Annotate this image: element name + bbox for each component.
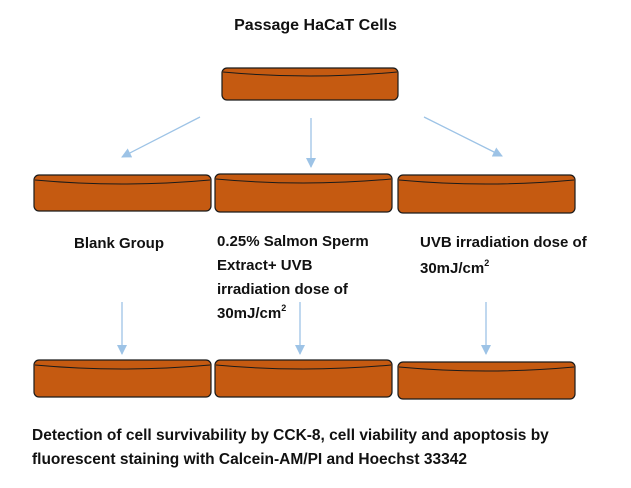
dose-value: 30mJ/cm bbox=[217, 305, 282, 322]
caption-line: Detection of cell survivability by CCK-8… bbox=[32, 427, 549, 444]
petri-dish-blank-bottom bbox=[33, 359, 212, 398]
label-line: Extract+ UVB bbox=[217, 257, 313, 274]
label-line: Blank Group bbox=[74, 235, 165, 252]
diagram-title: Passage HaCaT Cells bbox=[234, 17, 397, 34]
petri-dish-blank-top bbox=[33, 174, 212, 212]
arrow-to-uvb bbox=[423, 116, 503, 157]
label-salmon-sperm-group: 0.25% Salmon Sperm Extract+ UVB irradiat… bbox=[217, 230, 392, 326]
dose-exponent: 2 bbox=[281, 303, 287, 313]
label-line: 0.25% Salmon Sperm bbox=[217, 233, 369, 250]
label-line: UVB irradiation dose of bbox=[420, 234, 587, 251]
dose-exponent: 2 bbox=[484, 258, 490, 268]
label-line: irradiation dose of bbox=[217, 281, 348, 298]
arrow-to-blank bbox=[121, 116, 201, 158]
petri-dish-uvb-top bbox=[397, 174, 576, 214]
petri-dish-uvb-bottom bbox=[397, 361, 576, 400]
dose-value: 30mJ/cm bbox=[420, 260, 485, 277]
petri-dish-salmon-bottom bbox=[214, 359, 393, 398]
label-blank-group: Blank Group bbox=[74, 232, 164, 256]
dose-unit: 30mJ/cm2 bbox=[217, 302, 392, 326]
dose-unit: 30mJ/cm2 bbox=[420, 256, 620, 282]
caption-line: fluorescent staining with Calcein-AM/PI … bbox=[32, 451, 467, 468]
detection-caption: Detection of cell survivability by CCK-8… bbox=[32, 424, 622, 472]
petri-dish-salmon-top bbox=[214, 173, 393, 213]
source-petri-dish bbox=[221, 67, 399, 101]
label-uvb-group: UVB irradiation dose of 30mJ/cm2 bbox=[420, 230, 620, 282]
